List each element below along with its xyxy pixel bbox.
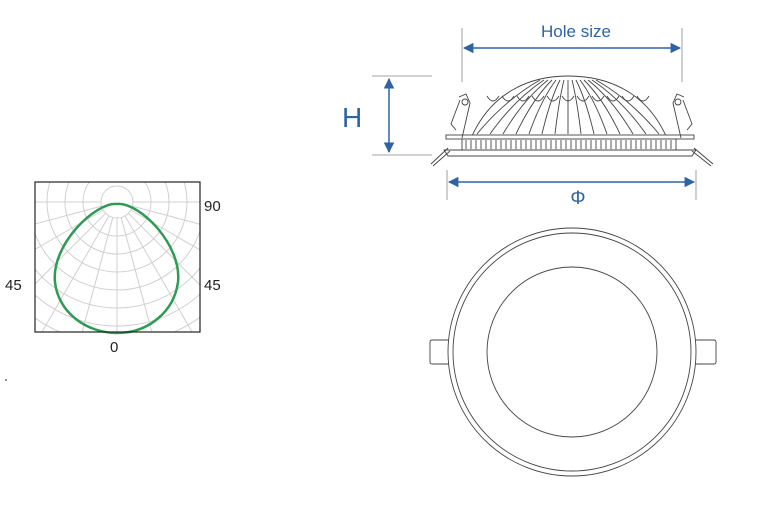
dimension-annotations: Hole size H Φ [342,22,697,209]
polar-grid-spoke [35,205,102,225]
light-distribution-chart: 90 45 45 0 [5,181,221,356]
dome-rib-scallop [621,95,635,102]
stray-dot [5,379,7,381]
height-label: H [342,102,362,133]
polar-grid-spoke [124,215,193,332]
dome-rib [502,79,549,135]
angle-label-45-right: 45 [204,277,221,294]
polar-grid-spoke [132,205,200,225]
dome-rib [571,79,582,135]
dome-rib [554,79,565,135]
dome-rib [541,79,561,135]
dome-rib [528,79,557,135]
dome-rib-scallop [591,95,605,102]
angle-label-0: 0 [110,339,118,356]
angle-label-45-left: 45 [5,277,22,294]
polar-grid-spoke [35,209,104,250]
polar-grid-spoke [35,212,107,285]
chart-frame [34,181,201,333]
hole-size-label: Hole size [541,22,611,41]
dome-outline [471,75,667,137]
polar-grid [35,182,200,332]
polar-grid-ring [100,185,134,219]
lens-circle [486,266,658,438]
dome-rib [595,79,660,135]
dome-rib [476,79,541,135]
polar-grid-spoke [81,217,114,332]
polar-grid-spoke [41,215,110,332]
polar-grid-spoke [130,209,200,251]
polar-grid-spoke [127,212,200,286]
spring-clip-left [430,93,471,167]
dome-rib [591,79,647,135]
diameter-label: Φ [570,188,585,209]
flange-top [445,134,695,140]
dome-rib [587,79,634,135]
dome-rib [579,79,608,135]
dome-rib-scallop [516,95,530,102]
dome-rib [575,79,595,135]
side-view-drawing [430,75,714,167]
dome-rib-scallop [636,95,650,102]
dome-rib [583,79,621,135]
dome-rib-scallop [606,95,620,102]
top-view-drawing [429,227,717,477]
flange-bottom [443,149,697,157]
dome-rib-scallop [576,95,590,102]
angle-label-90: 90 [204,198,221,215]
dome-rib-scallop [486,95,500,102]
heatsink-band [461,138,677,151]
dome-rib-scallop [561,95,575,102]
heatsink-fins [465,140,672,149]
dome-rib-scallop [501,95,515,102]
light-distribution-curve [53,202,180,335]
dome-rib [515,79,553,135]
polar-grid-spoke [120,217,153,332]
spring-clip-right [672,93,714,167]
dome-rib-scallop [546,95,560,102]
dome-rib-scallop [531,95,545,102]
dome-ribs [476,79,660,135]
dome-rib [489,79,545,135]
